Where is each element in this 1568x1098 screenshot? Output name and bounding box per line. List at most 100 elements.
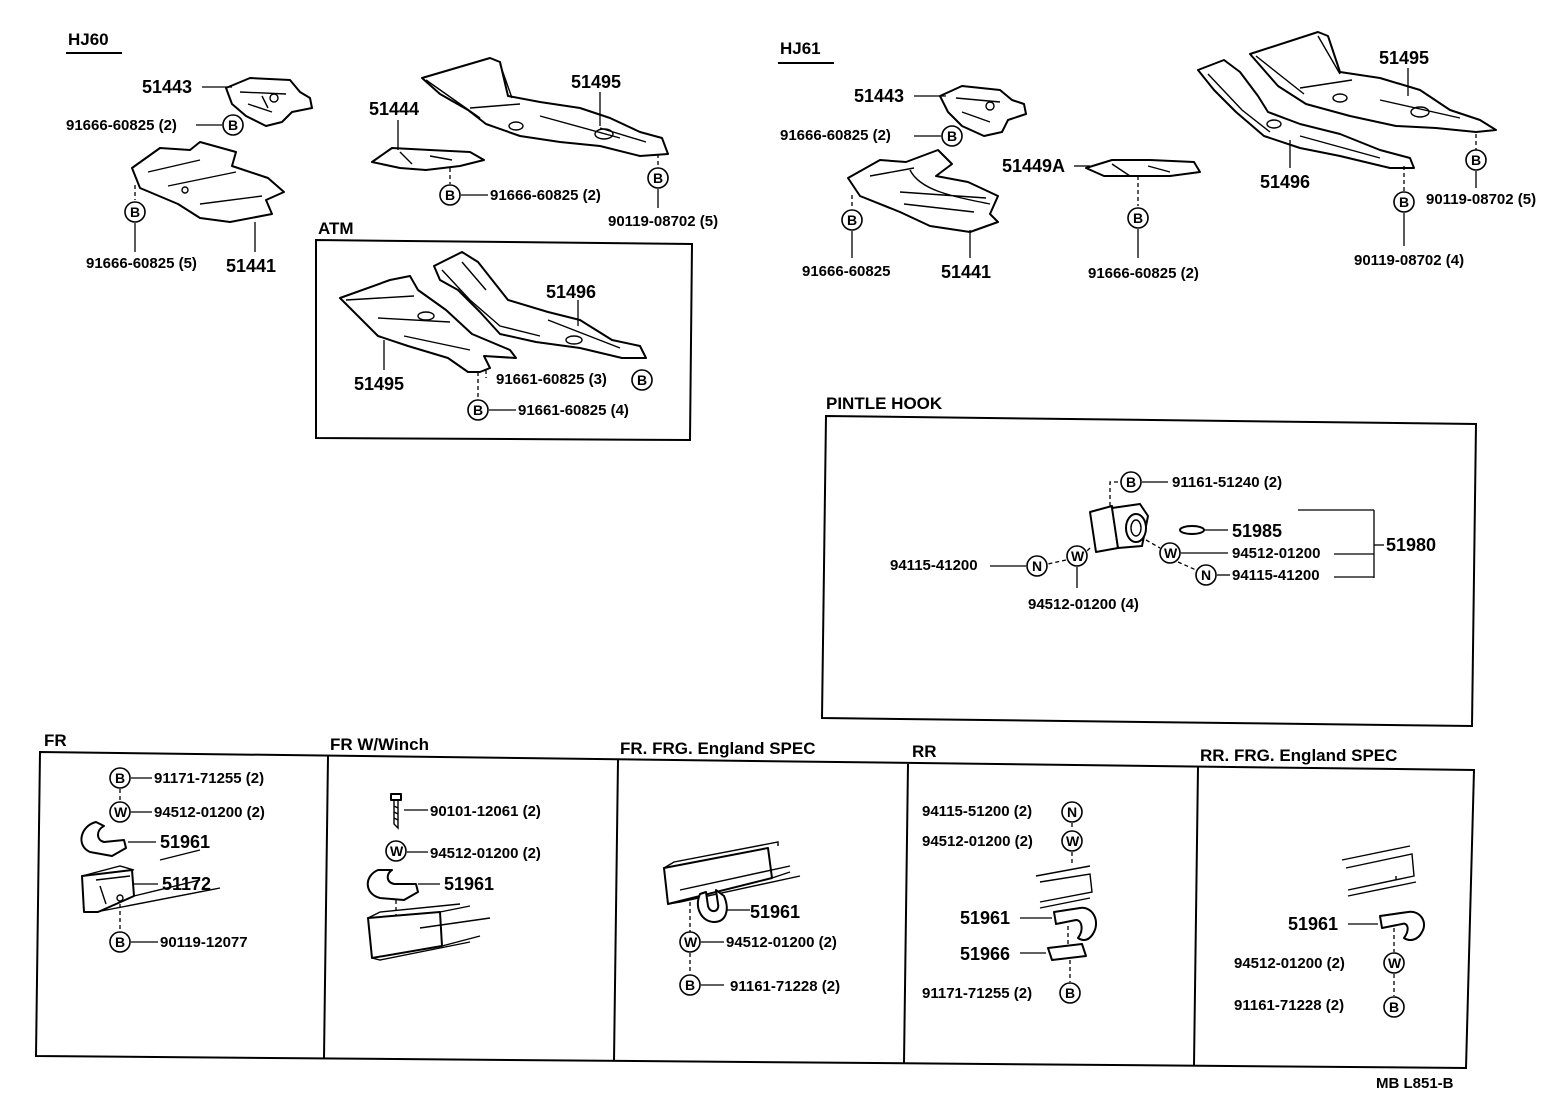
tow-hook-51961-frg [696, 889, 728, 923]
tow-hook-51961-rr [1053, 906, 1098, 941]
bolt-symbol [647, 167, 669, 189]
svg-text:B: B [1471, 152, 1481, 168]
bolt-symbol [109, 931, 131, 953]
svg-text:B: B [1399, 194, 1409, 210]
label-hj60-51444: 51444 [369, 99, 419, 119]
crossmember-51495-hj61 [1249, 31, 1497, 133]
svg-text:W: W [390, 843, 404, 859]
bolt-symbol [1120, 471, 1142, 493]
crossmember-51496-hj61 [1197, 59, 1415, 169]
winch-bumper [367, 911, 443, 959]
label-hj60-b4: 90119-08702 (5) [608, 213, 718, 230]
bolt-symbol [841, 209, 863, 231]
label-rr-b: 91171-71255 (2) [922, 985, 1032, 1002]
atm-title: ATM [318, 219, 354, 238]
fr-frg-england-group: 51961 W 94512-01200 (2) B 91161-71228 (2… [663, 841, 840, 996]
label-ff-w: 94512-01200 (2) [726, 934, 837, 951]
label-rr-51961: 51961 [960, 908, 1010, 928]
label-atm-51496: 51496 [546, 282, 596, 302]
nut-symbol [1026, 555, 1048, 577]
bolt-symbol [941, 125, 963, 147]
bracket-51443 [225, 77, 313, 127]
washer-symbol [109, 801, 131, 823]
label-ph-w2: 94512-01200 (4) [1028, 596, 1139, 613]
label-hj60-51441: 51441 [226, 256, 276, 276]
label-rr-51966: 51966 [960, 944, 1010, 964]
svg-text:B: B [115, 934, 125, 950]
label-fr-51961: 51961 [160, 832, 210, 852]
washer-symbol [1061, 830, 1083, 852]
label-hj60-b2: 91666-60825 (5) [86, 255, 197, 272]
label-ph-b: 91161-51240 (2) [1172, 474, 1282, 491]
washer-symbol [679, 931, 701, 953]
skid-plate-51441-hj61 [847, 149, 999, 233]
label-ff-b: 91161-71228 (2) [730, 978, 840, 995]
label-fw-bolt: 90101-12061 (2) [430, 803, 541, 820]
rr-title: RR [912, 742, 937, 761]
svg-text:B: B [473, 402, 483, 418]
nut-symbol [1195, 564, 1217, 586]
bolt-symbol [222, 114, 244, 136]
svg-text:B: B [1126, 474, 1136, 490]
svg-text:B: B [1389, 999, 1399, 1015]
svg-text:B: B [115, 770, 125, 786]
pintle-title: PINTLE HOOK [826, 394, 943, 413]
pintle-hook-group: PINTLE HOOK B 91161-51240 (2) 51985 5198… [820, 394, 1478, 728]
washer-symbol [1383, 952, 1405, 974]
label-fr-w: 94512-01200 (2) [154, 804, 265, 821]
pintle-frame [820, 414, 1478, 728]
bottom-frame: FR FR W/Winch FR. FRG. England SPEC RR R… [34, 731, 1476, 1070]
hj61-group: HJ61 51443 B 91666-60825 (2) B 91666-608… [778, 31, 1536, 282]
bolt-symbol [1383, 996, 1405, 1018]
bolt-symbol [1127, 207, 1149, 229]
label-hj61-b1: 91666-60825 (2) [780, 127, 891, 144]
plate-51966 [1047, 943, 1087, 961]
svg-text:N: N [1201, 567, 1211, 583]
label-hj61-51443: 51443 [854, 86, 904, 106]
atm-group: ATM 51496 51495 91661-60825 (3) B B 9166… [315, 219, 694, 442]
washer-symbol [385, 840, 407, 862]
label-ph-w1: 94512-01200 [1232, 545, 1320, 562]
fr-title: FR [44, 731, 67, 750]
bolt-symbol [1059, 982, 1081, 1004]
label-fr-b2: 90119-12077 [160, 934, 248, 951]
label-hj61-b5: 90119-08702 (4) [1354, 252, 1464, 269]
washer-symbol [1066, 545, 1088, 567]
rr-group: 94115-51200 (2) N 94512-01200 (2) W 5196… [922, 801, 1098, 1004]
label-ph-51985: 51985 [1232, 521, 1282, 541]
bracket-51444 [371, 147, 485, 171]
frame-rail-rr [1035, 865, 1093, 909]
label-fw-51961: 51961 [444, 874, 494, 894]
bolt-symbol [124, 201, 146, 223]
frame-rail-rrfrg [1341, 845, 1417, 897]
label-hj61-51449a: 51449A [1002, 156, 1065, 176]
svg-text:B: B [847, 212, 857, 228]
frfrg-title: FR. FRG. England SPEC [620, 739, 816, 758]
svg-text:B: B [637, 372, 647, 388]
svg-text:B: B [228, 117, 238, 133]
label-fr-51172: 51172 [162, 874, 211, 894]
label-hj60-b1: 91666-60825 (2) [66, 117, 177, 134]
label-hj61-51495: 51495 [1379, 48, 1429, 68]
tow-hook-51961-fr [80, 821, 127, 857]
label-rr-n: 94115-51200 (2) [922, 803, 1032, 820]
bolt-symbol [439, 184, 461, 206]
pin-51985 [1179, 525, 1205, 535]
bolt-symbol [679, 974, 701, 996]
label-fw-w: 94512-01200 (2) [430, 845, 541, 862]
tow-hook-51961-rrfrg [1379, 910, 1426, 941]
bolt-head-icon [390, 793, 402, 801]
bolt-symbol [1465, 149, 1487, 171]
svg-text:B: B [1065, 985, 1075, 1001]
label-rf-51961: 51961 [1288, 914, 1338, 934]
label-rr-w: 94512-01200 (2) [922, 833, 1033, 850]
label-rf-b: 91161-71228 (2) [1234, 997, 1344, 1014]
svg-text:W: W [1071, 548, 1085, 564]
svg-text:W: W [684, 934, 698, 950]
nut-symbol [1061, 801, 1083, 823]
atm-frame [315, 238, 694, 442]
bolt-symbol [631, 369, 653, 391]
crossmember-51495-atm [339, 275, 517, 373]
bolt-shank-icon [393, 800, 399, 830]
label-atm-b2: 91661-60825 (4) [518, 402, 629, 419]
